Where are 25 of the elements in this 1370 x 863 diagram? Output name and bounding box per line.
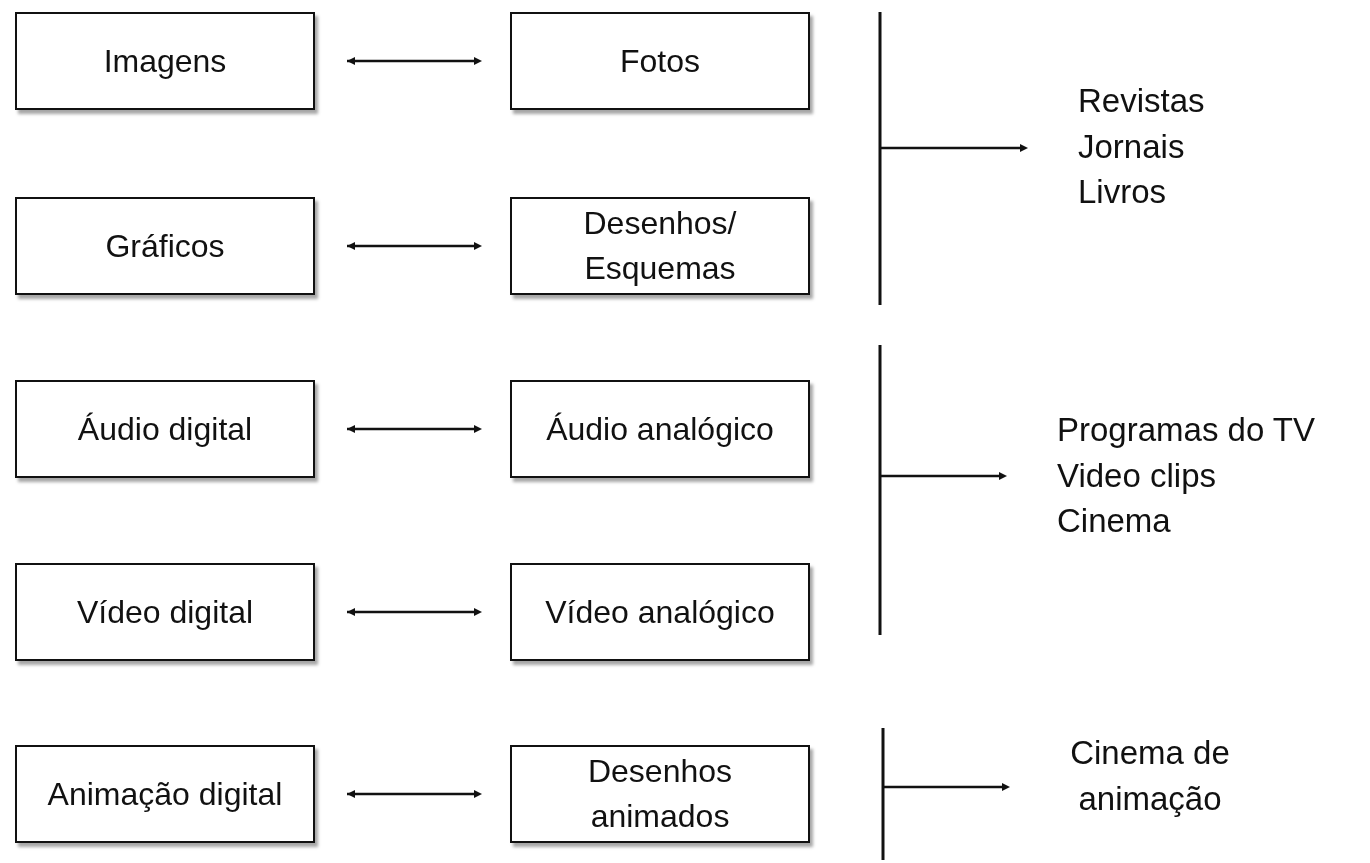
arrow xyxy=(883,783,1010,791)
label-box: Vídeo digital xyxy=(15,563,315,661)
label-box: Áudio analógico xyxy=(510,380,810,478)
media-label: Jornais xyxy=(1078,126,1185,167)
media-label: Livros xyxy=(1078,172,1167,213)
arrow xyxy=(347,57,482,65)
label-box: Áudio digital xyxy=(15,380,315,478)
media-label: Programas do TV xyxy=(1057,410,1315,450)
label-box: Imagens xyxy=(15,12,315,110)
arrow xyxy=(347,790,482,798)
label-box: Desenhos/ Esquemas xyxy=(510,197,810,295)
label-box: Animação digital xyxy=(15,745,315,843)
arrow xyxy=(347,608,482,616)
label-box: Fotos xyxy=(510,12,810,110)
media-label: Cinema xyxy=(1057,501,1171,542)
arrow xyxy=(347,425,482,433)
media-label: Video clips xyxy=(1057,455,1216,496)
label-box: Vídeo analógico xyxy=(510,563,810,661)
arrow xyxy=(880,472,1007,480)
label-box: Desenhos animados xyxy=(510,745,810,843)
arrow xyxy=(880,144,1028,152)
media-label: Revistas xyxy=(1078,81,1205,121)
media-label: Cinema de animação xyxy=(1069,733,1231,819)
label-box: Gráficos xyxy=(15,197,315,295)
arrow xyxy=(347,242,482,250)
